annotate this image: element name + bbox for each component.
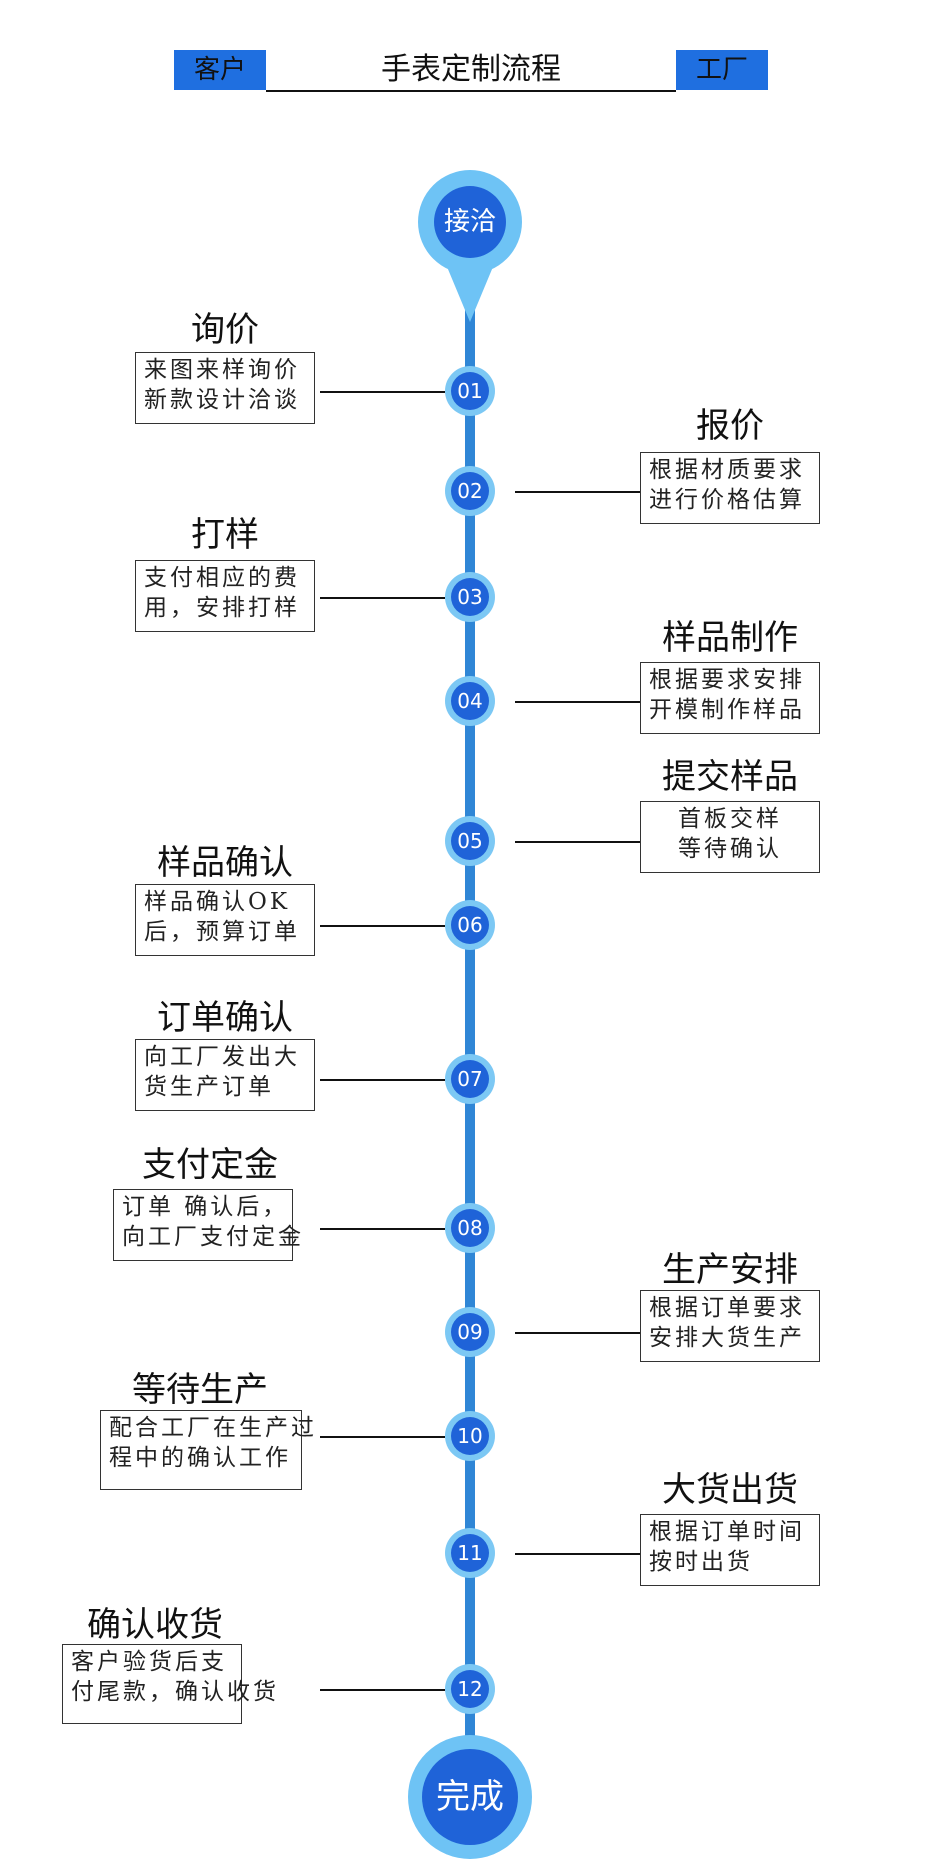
connector-line bbox=[515, 841, 640, 843]
step-description-box: 向工厂发出大货生产订单 bbox=[135, 1039, 315, 1111]
step-number: 01 bbox=[451, 372, 489, 410]
step-title: 生产安排 bbox=[662, 1250, 798, 1290]
connector-line bbox=[515, 701, 640, 703]
step-number: 11 bbox=[451, 1534, 489, 1572]
description-line: 等待确认 bbox=[678, 836, 782, 862]
step-title: 提交样品 bbox=[662, 757, 798, 797]
step-node: 01 bbox=[445, 366, 495, 416]
step-description-box: 样品确认OK 后，预算订单 bbox=[135, 884, 315, 956]
description-line: 客户验货后支 bbox=[71, 1649, 227, 1675]
step-description-box: 客户验货后支付尾款，确认收货 bbox=[62, 1644, 279, 1724]
step-title: 报价 bbox=[696, 406, 764, 446]
description-line: 新款设计洽谈 bbox=[144, 387, 300, 413]
header: 客户 手表定制流程 工厂 bbox=[174, 50, 768, 92]
step-number: 04 bbox=[451, 682, 489, 720]
description-line: 订单 确认后， bbox=[122, 1194, 289, 1220]
description-line: 程中的确认工作 bbox=[109, 1445, 291, 1471]
description-line: 配合工厂在生产过 bbox=[109, 1415, 317, 1441]
step-node: 08 bbox=[445, 1203, 495, 1253]
step-node: 10 bbox=[445, 1411, 495, 1461]
connector-line bbox=[320, 925, 445, 927]
description-line: 货生产订单 bbox=[144, 1074, 274, 1100]
step-description-box: 来图来样询价新款设计洽谈 bbox=[135, 352, 315, 424]
step-node: 09 bbox=[445, 1307, 495, 1357]
description-line: 开模制作样品 bbox=[649, 697, 805, 723]
step-node: 04 bbox=[445, 676, 495, 726]
step-node: 02 bbox=[445, 466, 495, 516]
step-number: 09 bbox=[451, 1313, 489, 1351]
step-number: 10 bbox=[451, 1417, 489, 1455]
description-line: 向工厂发出大 bbox=[144, 1044, 300, 1070]
step-title: 样品确认 bbox=[157, 843, 293, 883]
description-line: 根据材质要求 bbox=[649, 457, 805, 483]
step-number: 06 bbox=[451, 906, 489, 944]
step-number: 03 bbox=[451, 578, 489, 616]
description-line: 用，安排打样 bbox=[144, 595, 300, 621]
step-title: 样品制作 bbox=[662, 618, 798, 658]
step-title: 询价 bbox=[191, 310, 259, 350]
connector-line bbox=[515, 491, 640, 493]
step-description-box: 根据订单时间按时出货 bbox=[640, 1514, 820, 1586]
title-underline bbox=[266, 90, 676, 92]
customer-tag: 客户 bbox=[174, 50, 266, 90]
description-line: 向工厂支付定金 bbox=[122, 1224, 304, 1250]
connector-line bbox=[320, 1689, 445, 1691]
start-pin: 接洽 bbox=[418, 170, 522, 322]
connector-line bbox=[515, 1553, 640, 1555]
step-description-box: 首板交样等待确认 bbox=[640, 801, 820, 873]
step-title: 打样 bbox=[191, 515, 259, 555]
step-title: 订单确认 bbox=[157, 998, 293, 1038]
description-line: 支付相应的费 bbox=[144, 565, 300, 591]
factory-tag: 工厂 bbox=[676, 50, 768, 90]
step-number: 02 bbox=[451, 472, 489, 510]
description-line: 样品确认OK bbox=[144, 889, 291, 915]
step-description-box: 根据订单要求安排大货生产 bbox=[640, 1290, 820, 1362]
description-line: 进行价格估算 bbox=[649, 487, 805, 513]
connector-line bbox=[320, 1436, 445, 1438]
timeline-spine bbox=[465, 300, 475, 1760]
step-node: 07 bbox=[445, 1054, 495, 1104]
connector-line bbox=[320, 1228, 445, 1230]
start-label: 接洽 bbox=[434, 186, 506, 258]
description-line: 按时出货 bbox=[649, 1549, 753, 1575]
connector-line bbox=[320, 1079, 445, 1081]
connector-line bbox=[320, 597, 445, 599]
step-description-box: 根据要求安排开模制作样品 bbox=[640, 662, 820, 734]
step-number: 08 bbox=[451, 1209, 489, 1247]
step-title: 大货出货 bbox=[662, 1470, 798, 1510]
step-node: 03 bbox=[445, 572, 495, 622]
connector-line bbox=[320, 391, 445, 393]
step-description-box: 配合工厂在生产过程中的确认工作 bbox=[100, 1410, 317, 1490]
end-node: 完成 bbox=[408, 1735, 532, 1859]
description-line: 根据订单要求 bbox=[649, 1295, 805, 1321]
step-title: 支付定金 bbox=[142, 1145, 278, 1185]
description-line: 根据要求安排 bbox=[649, 667, 805, 693]
step-node: 06 bbox=[445, 900, 495, 950]
description-line: 首板交样 bbox=[678, 806, 782, 832]
description-line: 根据订单时间 bbox=[649, 1519, 805, 1545]
description-line: 后，预算订单 bbox=[144, 919, 300, 945]
step-node: 12 bbox=[445, 1664, 495, 1714]
step-description-box: 订单 确认后， 向工厂支付定金 bbox=[113, 1189, 304, 1261]
description-line: 来图来样询价 bbox=[144, 357, 300, 383]
step-description-box: 支付相应的费用，安排打样 bbox=[135, 560, 315, 632]
end-label: 完成 bbox=[422, 1749, 518, 1845]
step-title: 等待生产 bbox=[132, 1370, 268, 1410]
step-number: 07 bbox=[451, 1060, 489, 1098]
connector-line bbox=[515, 1332, 640, 1334]
step-node: 05 bbox=[445, 816, 495, 866]
step-number: 12 bbox=[451, 1670, 489, 1708]
step-node: 11 bbox=[445, 1528, 495, 1578]
description-line: 安排大货生产 bbox=[649, 1325, 805, 1351]
step-description-box: 根据材质要求进行价格估算 bbox=[640, 452, 820, 524]
step-number: 05 bbox=[451, 822, 489, 860]
page-title: 手表定制流程 bbox=[381, 52, 561, 87]
step-title: 确认收货 bbox=[87, 1605, 223, 1645]
description-line: 付尾款，确认收货 bbox=[71, 1679, 279, 1705]
